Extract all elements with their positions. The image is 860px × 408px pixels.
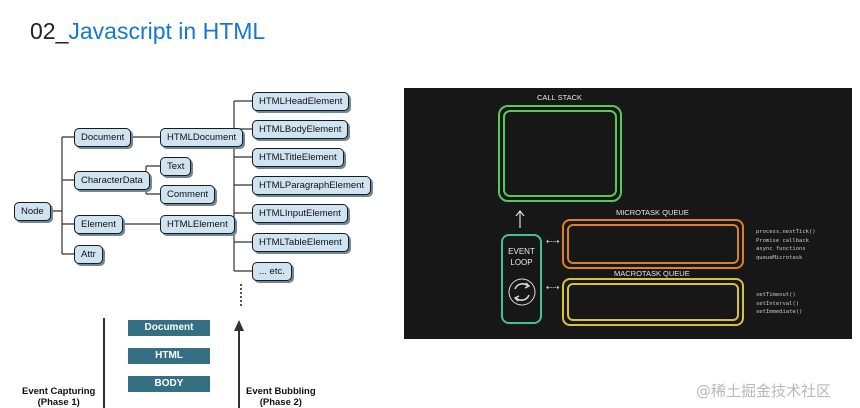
bubbling-phase: (Phase 2): [259, 397, 302, 408]
tree-node-character-data: CharacterData: [74, 171, 150, 190]
macrotask-api-item: setTimeout(): [756, 292, 796, 298]
tree-node-document: Document: [74, 128, 132, 147]
bubbling-title: Event Bubbling: [246, 386, 316, 397]
event-flow-html: HTML: [128, 348, 210, 364]
macrotask-swap-arrow-icon: ⇠⇢: [546, 283, 560, 292]
microtask-api-item: process.nextTick(): [756, 229, 816, 235]
loop-cycle-icon: [508, 278, 536, 306]
slide-number: 02_: [30, 18, 69, 44]
macrotask-api-item: setInterval(): [756, 300, 800, 307]
tree-node-html-body-element: HTMLBodyElement: [252, 120, 349, 139]
event-loop-label-line1: EVENT: [508, 247, 535, 256]
tree-node-html-element: HTMLElement: [160, 215, 235, 234]
capturing-title: Event Capturing: [22, 386, 96, 397]
event-bubbling-label: Event Bubbling (Phase 2): [246, 386, 316, 408]
tree-node-text: Text: [160, 157, 192, 176]
event-loop-box: [501, 234, 542, 324]
macrotask-api-item: setImmediate(): [756, 309, 803, 315]
call-stack-outer: [498, 105, 622, 202]
microtask-api-item: Promise callback: [756, 237, 809, 244]
tree-node-html-document: HTMLDocument: [160, 128, 244, 147]
tree-node-html-paragraph-element: HTMLParagraphElement: [252, 176, 372, 195]
macrotask-queue-outer: [562, 278, 744, 326]
tree-node-etc: ... etc.: [252, 262, 292, 281]
event-loop-label: EVENT LOOP: [501, 246, 542, 268]
tree-node-html-title-element: HTMLTitleElement: [252, 148, 344, 167]
call-stack-inner: [503, 110, 617, 197]
capturing-phase: (Phase 1): [37, 397, 80, 408]
bubbling-arrow-head: [234, 320, 244, 331]
tree-node-attr: Attr: [74, 245, 103, 264]
microtask-api-item: queueMicrotask: [756, 254, 803, 261]
up-arrow-icon: [515, 210, 525, 228]
tree-continuation-dots: [240, 284, 242, 306]
event-capturing-label: Event Capturing (Phase 1): [22, 386, 95, 408]
call-stack-title: CALL STACK: [537, 93, 583, 102]
event-loop-label-line2: LOOP: [510, 258, 533, 267]
bubbling-arrow-line: [238, 330, 240, 408]
microtask-api-item: async functions: [756, 246, 806, 252]
capturing-arrow-line: [103, 318, 105, 408]
microtask-api-list: process.nextTick() Promise callback asyn…: [756, 228, 816, 262]
tree-node-html-head-element: HTMLHeadElement: [252, 92, 350, 111]
event-flow-document: Document: [128, 320, 210, 336]
macrotask-queue-inner: [567, 283, 739, 321]
macrotask-api-list: setTimeout() setInterval() setImmediate(…: [756, 291, 802, 317]
tree-node-element: Element: [74, 215, 123, 234]
slide-title: 02_Javascript in HTML: [30, 16, 265, 46]
microtask-queue-outer: [562, 219, 744, 269]
microtask-queue-inner: [567, 224, 739, 264]
tree-node-html-input-element: HTMLInputElement: [252, 204, 348, 223]
microtask-swap-arrow-icon: ⇠⇢: [546, 237, 560, 246]
slide-title-text: Javascript in HTML: [68, 18, 266, 44]
tree-node-node: Node: [14, 202, 51, 221]
watermark: @稀土掘金技术社区: [696, 382, 832, 400]
event-flow-body: BODY: [128, 376, 210, 392]
macrotask-queue-title: MACROTASK QUEUE: [614, 269, 690, 278]
tree-node-comment: Comment: [160, 185, 216, 204]
microtask-queue-title: MICROTASK QUEUE: [616, 208, 689, 217]
event-loop-panel: CALL STACK EVENT LOOP ⇠⇢ ⇠⇢ MICROTASK QU…: [404, 88, 852, 339]
tree-node-html-table-element: HTMLTableElement: [252, 233, 349, 252]
